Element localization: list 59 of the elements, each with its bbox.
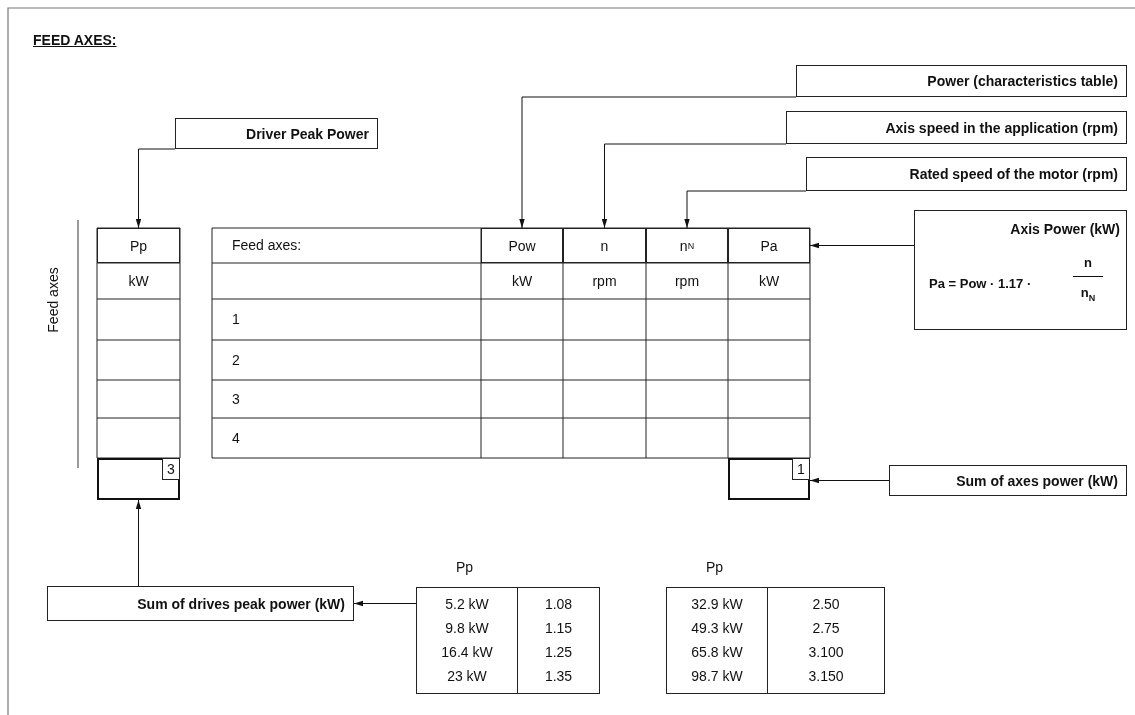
column-header: Pa	[728, 228, 810, 263]
table-entry: 23 kW	[446, 667, 488, 686]
column-title: Pp	[706, 559, 724, 575]
column-header: Pp	[97, 228, 180, 263]
table-entry: rpm	[591, 272, 618, 291]
box-heading: Axis Power (kW)	[1009, 221, 1120, 237]
column-title: Pp	[456, 559, 474, 575]
callout-box: Sum of axes power (kW)	[889, 465, 1127, 496]
table-entry: 1.25	[543, 643, 574, 662]
table-entry: 1	[232, 310, 241, 329]
table-entry: 3	[232, 390, 241, 409]
table-entry: 9.8 kW	[444, 619, 490, 638]
leader-arrow	[684, 190, 807, 229]
table-entry: 32.9 kW	[690, 595, 744, 614]
table-entry: kW	[510, 272, 534, 291]
leader-arrow	[353, 600, 417, 607]
callout-box: Sum of drives peak power (kW)	[47, 586, 354, 621]
table-entry: 2.50	[811, 595, 841, 614]
table-entry: 1.15	[543, 619, 574, 638]
table-entry: 65.8 kW	[690, 643, 744, 662]
fraction-denominator: n$_{N}$	[1079, 285, 1097, 305]
table-entry: 2	[232, 351, 241, 370]
callout-box: Driver Peak Power	[175, 118, 378, 149]
sum-field	[97, 458, 180, 500]
leader-arrow	[809, 242, 915, 249]
table-entry: 3.100	[807, 643, 845, 662]
axis-label: Feed axes	[43, 267, 62, 333]
heading: FEED AXES:	[33, 32, 117, 48]
leader-arrow	[135, 148, 176, 229]
leader-arrow	[809, 477, 890, 484]
table-entry: 4	[232, 429, 241, 448]
callout-box: Axis speed in the application (rpm)	[786, 111, 1127, 144]
table-entry: 98.7 kW	[690, 667, 744, 686]
formula-box	[914, 210, 1127, 330]
table-entry: 5.2 kW	[444, 595, 490, 614]
table-entry: kW	[757, 272, 781, 291]
callout-number: 1	[792, 458, 810, 480]
table-entry: 3.150	[807, 667, 845, 686]
leader-arrow	[135, 499, 142, 587]
table-entry: 49.3 kW	[690, 619, 744, 638]
table-entry: Feed axes:	[232, 236, 303, 255]
leader-arrow	[601, 143, 787, 229]
table-entry: 2.75	[811, 619, 841, 638]
table-entry: 16.4 kW	[440, 643, 494, 662]
table-entry: rpm	[673, 272, 701, 291]
table-entry: 1.35	[543, 667, 574, 686]
callout-box: Rated speed of the motor (rpm)	[806, 157, 1127, 191]
table-entry: kW	[127, 272, 150, 291]
formula-text: Pa = Pow · 1.17 ·	[929, 276, 1032, 291]
table-entry: 1.08	[543, 595, 574, 614]
callout-number: 3	[162, 458, 180, 480]
column-header: n	[563, 228, 646, 263]
lookup-table	[416, 587, 600, 694]
callout-box: Power (characteristics table)	[796, 65, 1127, 97]
leader-arrow	[519, 96, 797, 229]
lookup-table	[666, 587, 885, 694]
sum-field	[728, 458, 810, 500]
fraction-numerator: n	[1073, 255, 1103, 277]
column-header: Pow	[481, 228, 563, 263]
